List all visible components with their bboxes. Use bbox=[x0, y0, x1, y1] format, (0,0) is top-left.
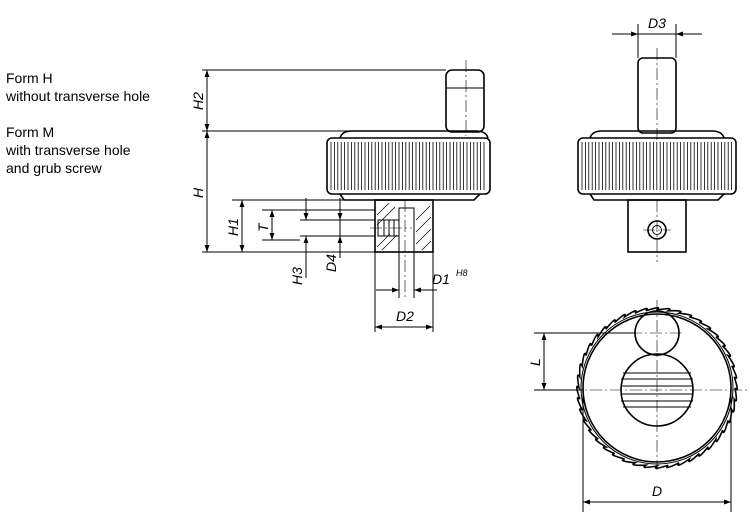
dim-d3: D3 bbox=[648, 15, 666, 31]
form-m-title: Form M bbox=[6, 124, 55, 140]
form-m-description-line1: with transverse hole bbox=[6, 142, 131, 158]
dim-h2: H2 bbox=[190, 92, 206, 110]
dim-d1: D1 bbox=[432, 271, 450, 287]
handle-grip bbox=[445, 69, 485, 133]
dim-d4: D4 bbox=[323, 254, 339, 272]
dim-l: L bbox=[527, 358, 543, 366]
front-knurled-body bbox=[577, 137, 737, 195]
d-dimension: D bbox=[582, 390, 732, 512]
knurling-front bbox=[581, 142, 732, 190]
d3-dimension: D3 bbox=[612, 15, 702, 58]
form-h-title: Form H bbox=[6, 70, 53, 86]
form-h-description: without transverse hole bbox=[6, 88, 150, 104]
front-view bbox=[577, 48, 737, 262]
dim-d1-tolerance: H8 bbox=[456, 268, 468, 278]
top-view bbox=[570, 300, 748, 470]
dim-d2: D2 bbox=[396, 308, 414, 324]
knob-knurled-body bbox=[326, 137, 491, 195]
side-dimensions: H2 H H1 T H3 D4 D1 H8 D2 bbox=[190, 69, 468, 332]
dim-h1: H1 bbox=[225, 218, 241, 236]
l-dimension: L bbox=[527, 332, 635, 391]
knurling-side bbox=[330, 142, 485, 190]
form-m-description-line2: and grub screw bbox=[6, 160, 102, 176]
section-hatching bbox=[376, 202, 432, 251]
side-view bbox=[326, 60, 491, 298]
legend-form-m: Form M with transverse hole and grub scr… bbox=[6, 123, 131, 177]
dim-h: H bbox=[190, 187, 206, 198]
dim-d: D bbox=[652, 483, 662, 499]
bore bbox=[398, 207, 415, 253]
dim-h3: H3 bbox=[289, 267, 305, 285]
dim-t: T bbox=[255, 222, 271, 232]
legend-form-h: Form H without transverse hole bbox=[6, 69, 150, 105]
